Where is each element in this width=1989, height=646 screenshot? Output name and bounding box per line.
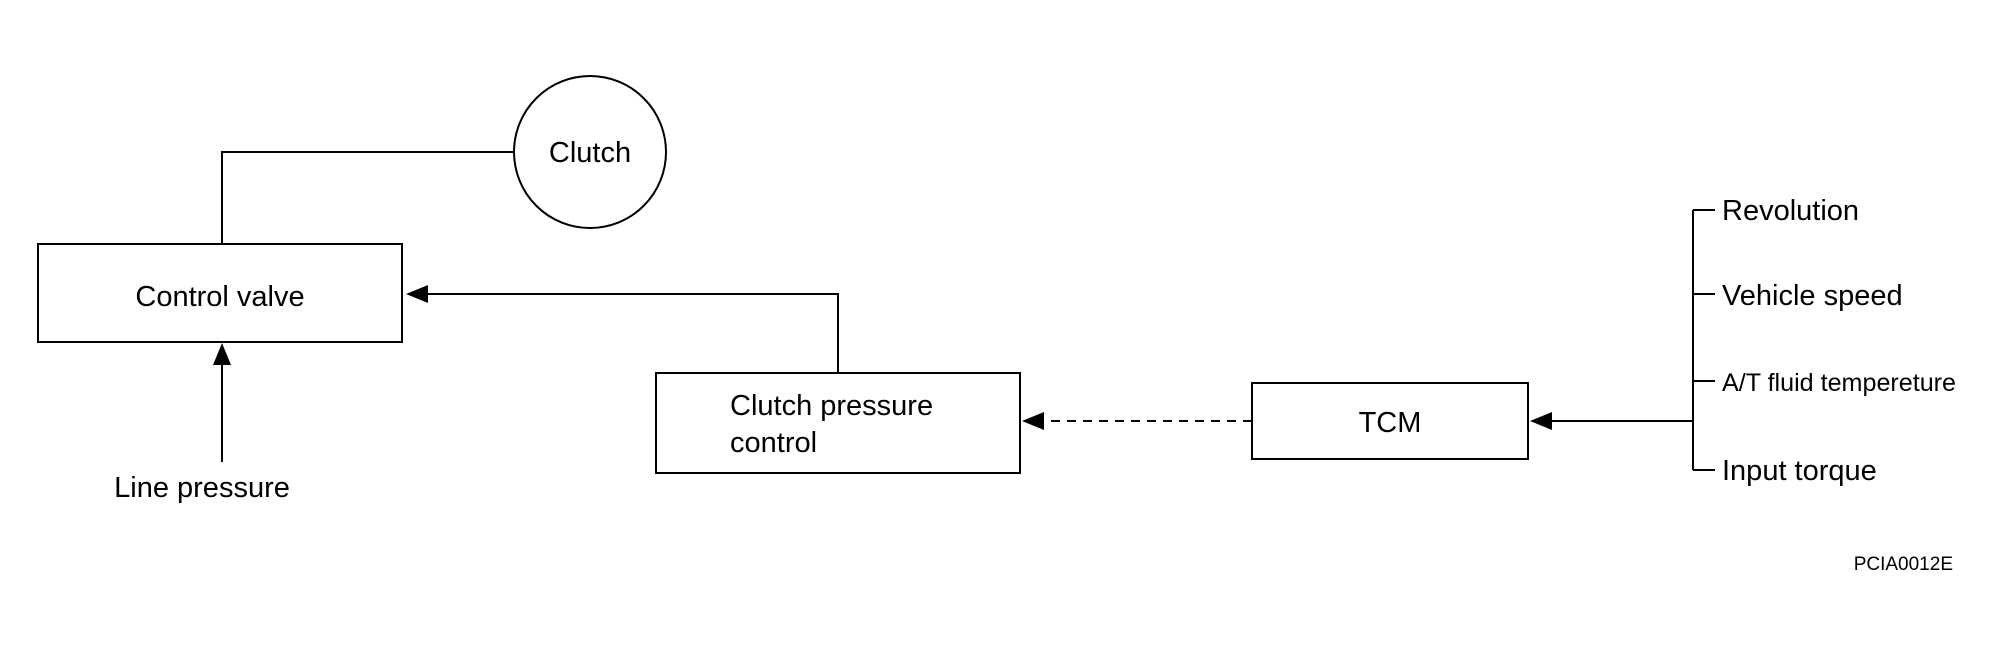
tcm-node: TCM [1251,382,1529,460]
control-valve-node: Control valve [37,243,403,343]
clutch-node: Clutch [513,75,667,229]
input-revolution: Revolution [1722,195,1859,227]
clutch-pressure-control-label-line2: control [730,427,817,459]
line-pressure-label: Line pressure [114,472,290,504]
inputs-to-tcm-arrow [1530,412,1693,430]
input-bracket [1692,209,1715,471]
valve-to-clutch-line [221,151,514,244]
input-torque: Input torque [1722,455,1877,487]
clutch-pressure-control-label-line1: Clutch pressure [730,390,933,422]
tcm-label: TCM [1359,407,1422,439]
clutch-label: Clutch [549,137,631,169]
pressure-control-to-valve-arrow [406,285,839,373]
line-pressure-arrow [213,343,231,462]
clutch-pressure-control-node: Clutch pressure control [655,372,1021,474]
input-vehicle-speed: Vehicle speed [1722,280,1903,312]
control-valve-label: Control valve [135,281,304,313]
tcm-to-pressure-control-arrow [1022,412,1252,430]
input-at-fluid-temperature: A/T fluid tempereture [1722,369,1956,397]
figure-code: PCIA0012E [1854,554,1953,575]
